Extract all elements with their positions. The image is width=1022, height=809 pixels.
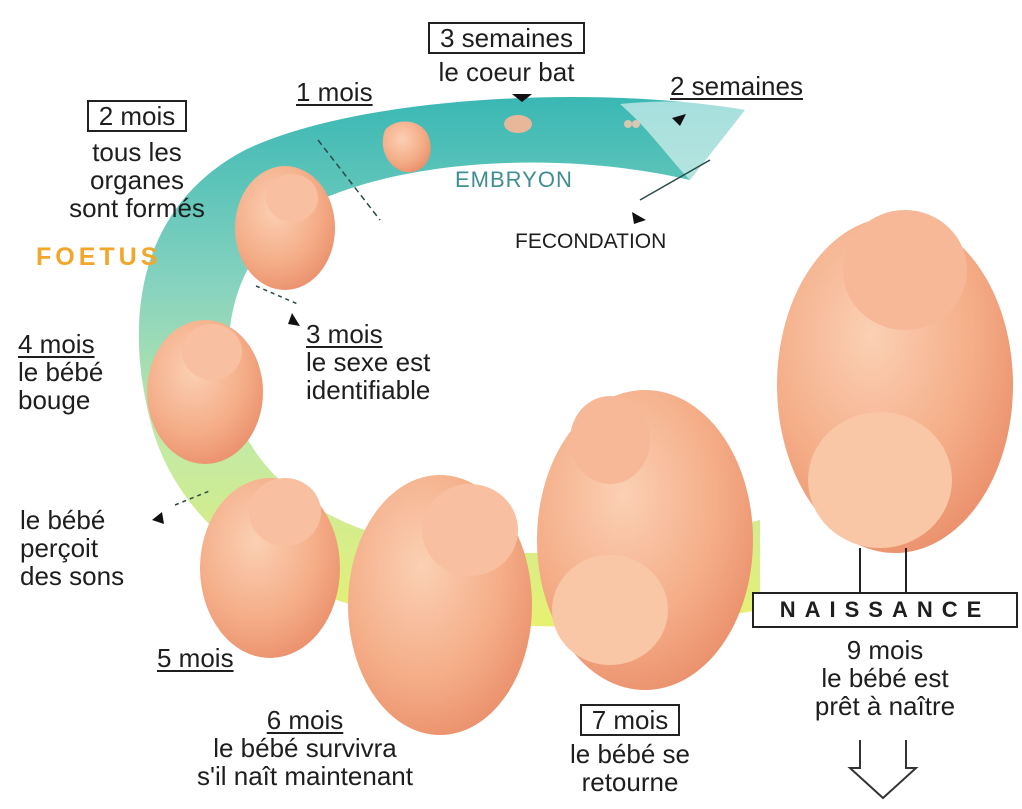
label-sounds-line-3: des sons	[20, 562, 124, 590]
label-7-months-line-1: le bébé se	[540, 740, 720, 768]
label-2-months-title: 2 mois	[87, 100, 188, 132]
down-arrow-icon	[850, 740, 916, 798]
label-7-months-line-2: retourne	[540, 768, 720, 796]
label-3-months: 3 mois le sexe est identifiable	[306, 320, 430, 404]
fetus-6-months	[348, 475, 532, 735]
label-3-weeks-text: le coeur bat	[428, 58, 585, 86]
label-3-weeks-title: 3 semaines	[428, 22, 585, 54]
label-9-months-line-1: 9 mois	[770, 636, 1000, 664]
fetus-9-months	[777, 210, 1013, 553]
label-6-months-line-1: le bébé survivra	[160, 734, 450, 762]
naissance-connectors	[860, 548, 906, 592]
label-fecondation: FECONDATION	[515, 228, 666, 256]
fetus-4-months	[147, 320, 263, 464]
label-3-months-title: 3 mois	[306, 320, 430, 348]
label-2-months-line-2: organes	[52, 166, 222, 194]
label-sounds-line-1: le bébé	[20, 506, 124, 534]
label-4-months-title: 4 mois	[18, 330, 103, 358]
fetus-5-months	[200, 478, 340, 658]
label-3-weeks: 3 semaines le coeur bat	[428, 22, 585, 86]
label-2-weeks: 2 semaines	[670, 72, 803, 100]
label-embryon: EMBRYON	[455, 167, 573, 193]
label-9-months-line-3: prêt à naître	[770, 692, 1000, 720]
label-5-months: 5 mois	[157, 644, 234, 672]
label-naissance: NAISSANCE	[752, 592, 1018, 628]
label-7-months: 7 mois le bébé se retourne	[540, 704, 720, 796]
label-4-months-line-2: bouge	[18, 386, 103, 414]
label-1-month: 1 mois	[296, 78, 373, 106]
label-9-months-line-2: le bébé est	[770, 664, 1000, 692]
label-2-months-line-3: sont formés	[52, 194, 222, 222]
label-sounds: le bébé perçoit des sons	[20, 506, 124, 590]
fetus-7-months	[537, 390, 753, 690]
fetus-2-months	[235, 166, 335, 290]
label-6-months-line-2: s'il naît maintenant	[160, 762, 450, 790]
label-7-months-title: 7 mois	[580, 704, 681, 736]
label-6-months: 6 mois le bébé survivra s'il naît mainte…	[160, 706, 450, 790]
label-6-months-title: 6 mois	[160, 706, 450, 734]
label-9-months: 9 mois le bébé est prêt à naître	[770, 636, 1000, 720]
label-3-months-line-1: le sexe est	[306, 348, 430, 376]
label-4-months: 4 mois le bébé bouge	[18, 330, 103, 414]
label-2-months-line-1: tous les	[52, 138, 222, 166]
label-fetus: FOETUS	[36, 243, 161, 272]
label-sounds-line-2: perçoit	[20, 534, 124, 562]
label-3-months-line-2: identifiable	[306, 376, 430, 404]
embryo-3-weeks	[504, 115, 532, 133]
label-2-months: 2 mois tous les organes sont formés	[52, 100, 222, 222]
label-4-months-line-1: le bébé	[18, 358, 103, 386]
